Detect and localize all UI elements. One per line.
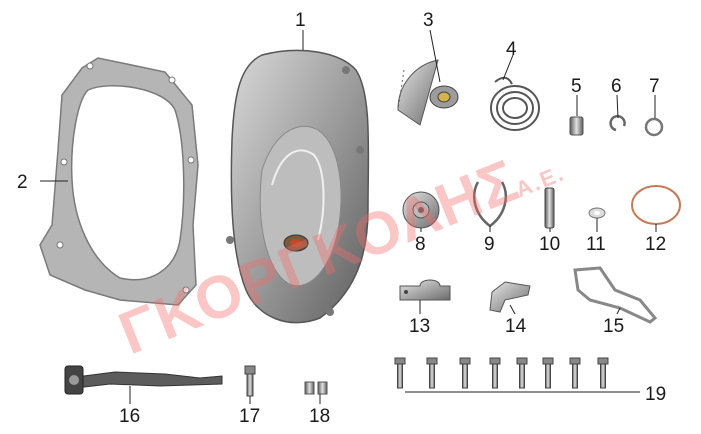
part-bushing <box>569 116 584 136</box>
callout-16: 16 <box>119 406 140 427</box>
bolt-19-3 <box>459 357 471 389</box>
part-bracket-14 <box>489 281 531 313</box>
callout-1: 1 <box>295 10 306 31</box>
bolt-19-4 <box>489 357 501 389</box>
callout-4: 4 <box>506 39 517 60</box>
callout-3: 3 <box>423 10 434 31</box>
bolt-19-2 <box>426 357 438 389</box>
callout-11: 11 <box>586 234 606 255</box>
callout-8: 8 <box>415 234 426 255</box>
callout-12: 12 <box>645 234 666 255</box>
callout-10: 10 <box>539 234 560 255</box>
part-bracket-15 <box>573 266 658 324</box>
part-transmission-cover <box>226 49 370 324</box>
callout-5: 5 <box>571 76 582 97</box>
watermark-suffix: Α.Ε. <box>512 160 568 202</box>
part-shaft <box>544 187 555 229</box>
leader-lines <box>40 29 657 404</box>
part-circlip <box>609 115 626 132</box>
bolt-19-7 <box>569 357 581 389</box>
part-dowel-pins <box>304 381 328 395</box>
callout-18: 18 <box>309 406 330 427</box>
callout-13: 13 <box>409 316 430 337</box>
callout-17: 17 <box>239 406 260 427</box>
part-bracket-13 <box>399 279 451 301</box>
part-large-o-ring <box>631 185 681 225</box>
callout-19: 19 <box>645 384 666 405</box>
callout-14: 14 <box>505 316 527 337</box>
part-kick-lever <box>64 365 223 395</box>
part-gasket <box>39 57 199 306</box>
callout-6: 6 <box>611 76 622 97</box>
part-kick-sector-gear <box>397 59 459 126</box>
part-bolts-set <box>394 357 609 389</box>
bolt-19-6 <box>542 357 554 389</box>
callout-7: 7 <box>649 76 660 97</box>
part-return-spring <box>490 76 540 131</box>
callout-2: 2 <box>17 172 28 193</box>
callout-15: 15 <box>603 316 624 337</box>
bolt-19-8 <box>597 357 609 389</box>
part-bolt-17 <box>244 365 256 397</box>
callout-labels: 1 2 3 4 5 6 7 8 9 10 11 12 13 14 15 16 1… <box>17 10 666 427</box>
callout-9: 9 <box>484 234 495 255</box>
bolt-19-1 <box>394 357 406 389</box>
part-washer <box>588 207 606 219</box>
part-o-ring <box>644 117 664 137</box>
bolt-19-5 <box>516 357 528 389</box>
